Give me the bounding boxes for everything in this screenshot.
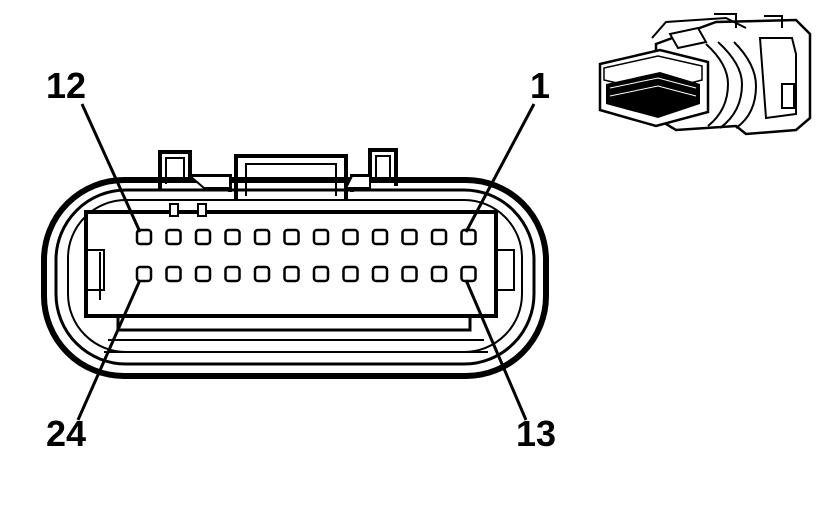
- pin-cavity-17: [342, 265, 359, 283]
- pin-row-bottom: [135, 265, 477, 283]
- pin-cavity-10: [194, 228, 212, 246]
- leader-line-24: [76, 279, 142, 421]
- leader-lines: [76, 103, 536, 421]
- pin-cavity-13: [460, 265, 477, 283]
- pin-cavity-4: [371, 228, 389, 246]
- pin-cavity-12: [135, 228, 153, 246]
- pin-cavity-20: [253, 265, 271, 283]
- pin-cavity-23: [165, 265, 182, 283]
- pin-cavity-21: [224, 265, 241, 283]
- pin-cavity-8: [253, 228, 271, 246]
- pin-row-top: [135, 228, 477, 246]
- pin-cavity-16: [371, 265, 389, 283]
- leader-line-12: [80, 103, 142, 233]
- pin-cavity-22: [194, 265, 212, 283]
- pin-cavity-2: [430, 228, 448, 246]
- pin-label-1: 1: [530, 65, 550, 106]
- connector-iso-view-icon: [598, 13, 812, 136]
- pin-label-13: 13: [516, 413, 556, 454]
- pin-cavity-19: [283, 265, 300, 283]
- pin-cavity-7: [283, 228, 300, 246]
- leader-line-1: [464, 103, 536, 233]
- pin-cavity-24: [135, 265, 153, 283]
- leader-line-13: [464, 279, 528, 421]
- pin-cavity-6: [312, 228, 330, 246]
- pin-label-12: 12: [46, 65, 86, 106]
- pin-cavity-18: [312, 265, 330, 283]
- pin-cavity-3: [401, 228, 418, 246]
- pin-cavity-9: [224, 228, 241, 246]
- pin-cavity-14: [430, 265, 448, 283]
- pin-label-24: 24: [46, 413, 86, 454]
- pin-cavity-5: [342, 228, 359, 246]
- pin-cavity-1: [460, 228, 477, 246]
- connector-face: [41, 148, 549, 379]
- pin-cavity-15: [401, 265, 418, 283]
- pin-cavity-11: [165, 228, 182, 246]
